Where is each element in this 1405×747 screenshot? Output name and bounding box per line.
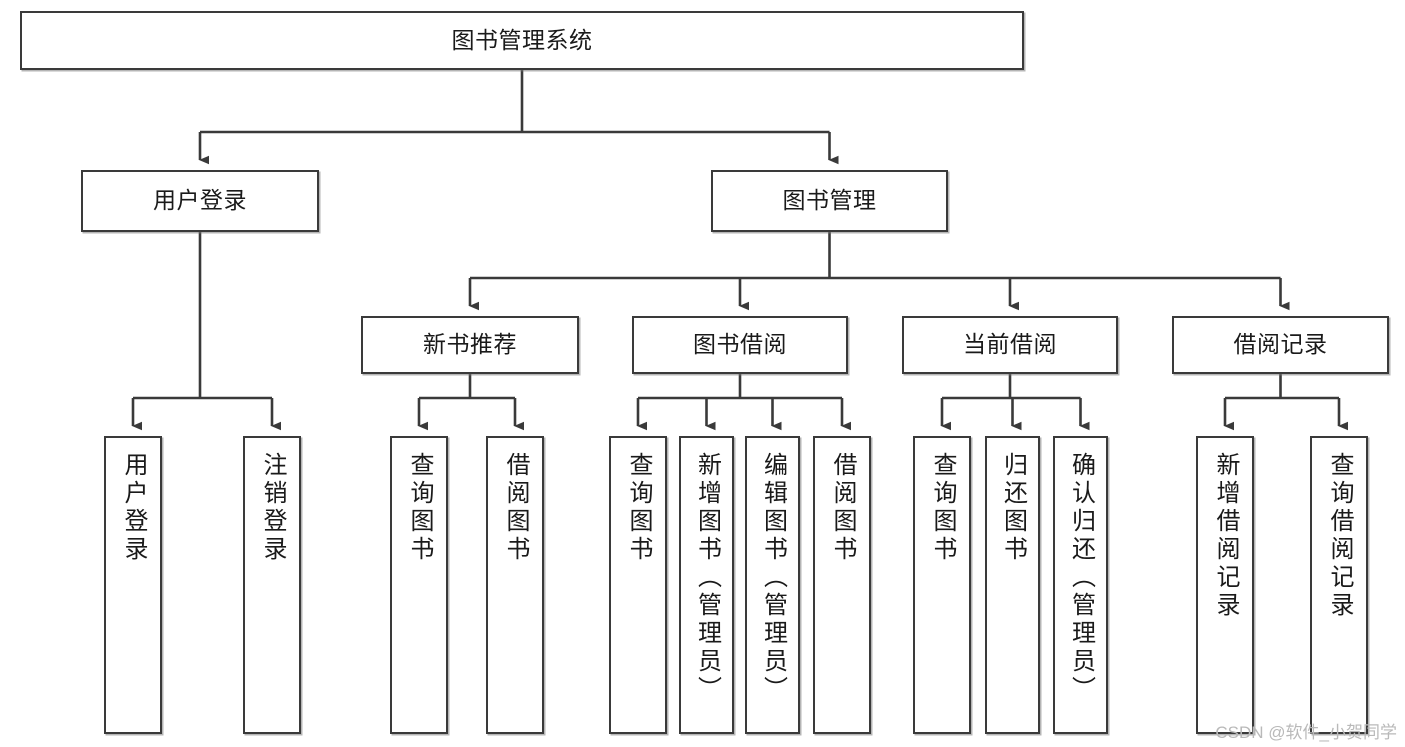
node-leaf-login-1[interactable]: 用户登录 — [104, 436, 162, 734]
node-leaf-new-1[interactable]: 查询图书 — [390, 436, 448, 734]
node-leaf-cur-1[interactable]: 查询图书 — [913, 436, 971, 734]
node-root[interactable]: 图书管理系统 — [20, 11, 1024, 70]
node-label: 查询借阅记录 — [1326, 452, 1353, 620]
node-label: 当前借阅 — [963, 331, 1057, 358]
node-leaf-cur-3[interactable]: 确认归还（管理员） — [1053, 436, 1108, 734]
node-label: 查询图书 — [929, 452, 956, 564]
node-leaf-login-2[interactable]: 注销登录 — [243, 436, 301, 734]
node-label: 用户登录 — [153, 187, 247, 214]
node-bookmgmt[interactable]: 图书管理 — [711, 170, 948, 232]
node-label: 确认归还（管理员） — [1067, 452, 1095, 704]
node-label: 新书推荐 — [423, 331, 517, 358]
node-label: 用户登录 — [120, 452, 147, 564]
node-login[interactable]: 用户登录 — [81, 170, 319, 232]
node-newbook[interactable]: 新书推荐 — [361, 316, 579, 374]
node-label: 编辑图书（管理员） — [759, 452, 787, 704]
node-label: 查询图书 — [625, 452, 652, 564]
node-label: 新增图书（管理员） — [693, 452, 721, 704]
node-leaf-cur-2[interactable]: 归还图书 — [985, 436, 1040, 734]
node-label: 借阅图书 — [829, 452, 856, 564]
node-label: 归还图书 — [999, 452, 1027, 564]
node-leaf-bor-2[interactable]: 新增图书（管理员） — [679, 436, 734, 734]
node-label: 借阅记录 — [1233, 331, 1328, 358]
node-leaf-new-2[interactable]: 借阅图书 — [486, 436, 544, 734]
node-label: 查询图书 — [406, 452, 433, 564]
node-label: 新增借阅记录 — [1212, 452, 1239, 620]
node-borrow[interactable]: 图书借阅 — [632, 316, 848, 374]
node-label: 借阅图书 — [502, 452, 529, 564]
node-label: 图书管理 — [782, 187, 877, 214]
node-label: 图书借阅 — [693, 331, 787, 358]
node-leaf-rec-2[interactable]: 查询借阅记录 — [1310, 436, 1368, 734]
node-leaf-bor-1[interactable]: 查询图书 — [609, 436, 667, 734]
node-records[interactable]: 借阅记录 — [1172, 316, 1389, 374]
node-leaf-rec-1[interactable]: 新增借阅记录 — [1196, 436, 1254, 734]
node-label: 图书管理系统 — [451, 26, 593, 53]
watermark-text: CSDN @软件_小贺同学 — [1215, 723, 1397, 742]
node-leaf-bor-3[interactable]: 编辑图书（管理员） — [745, 436, 800, 734]
node-label: 注销登录 — [259, 452, 286, 564]
node-current[interactable]: 当前借阅 — [902, 316, 1118, 374]
node-leaf-bor-4[interactable]: 借阅图书 — [813, 436, 871, 734]
